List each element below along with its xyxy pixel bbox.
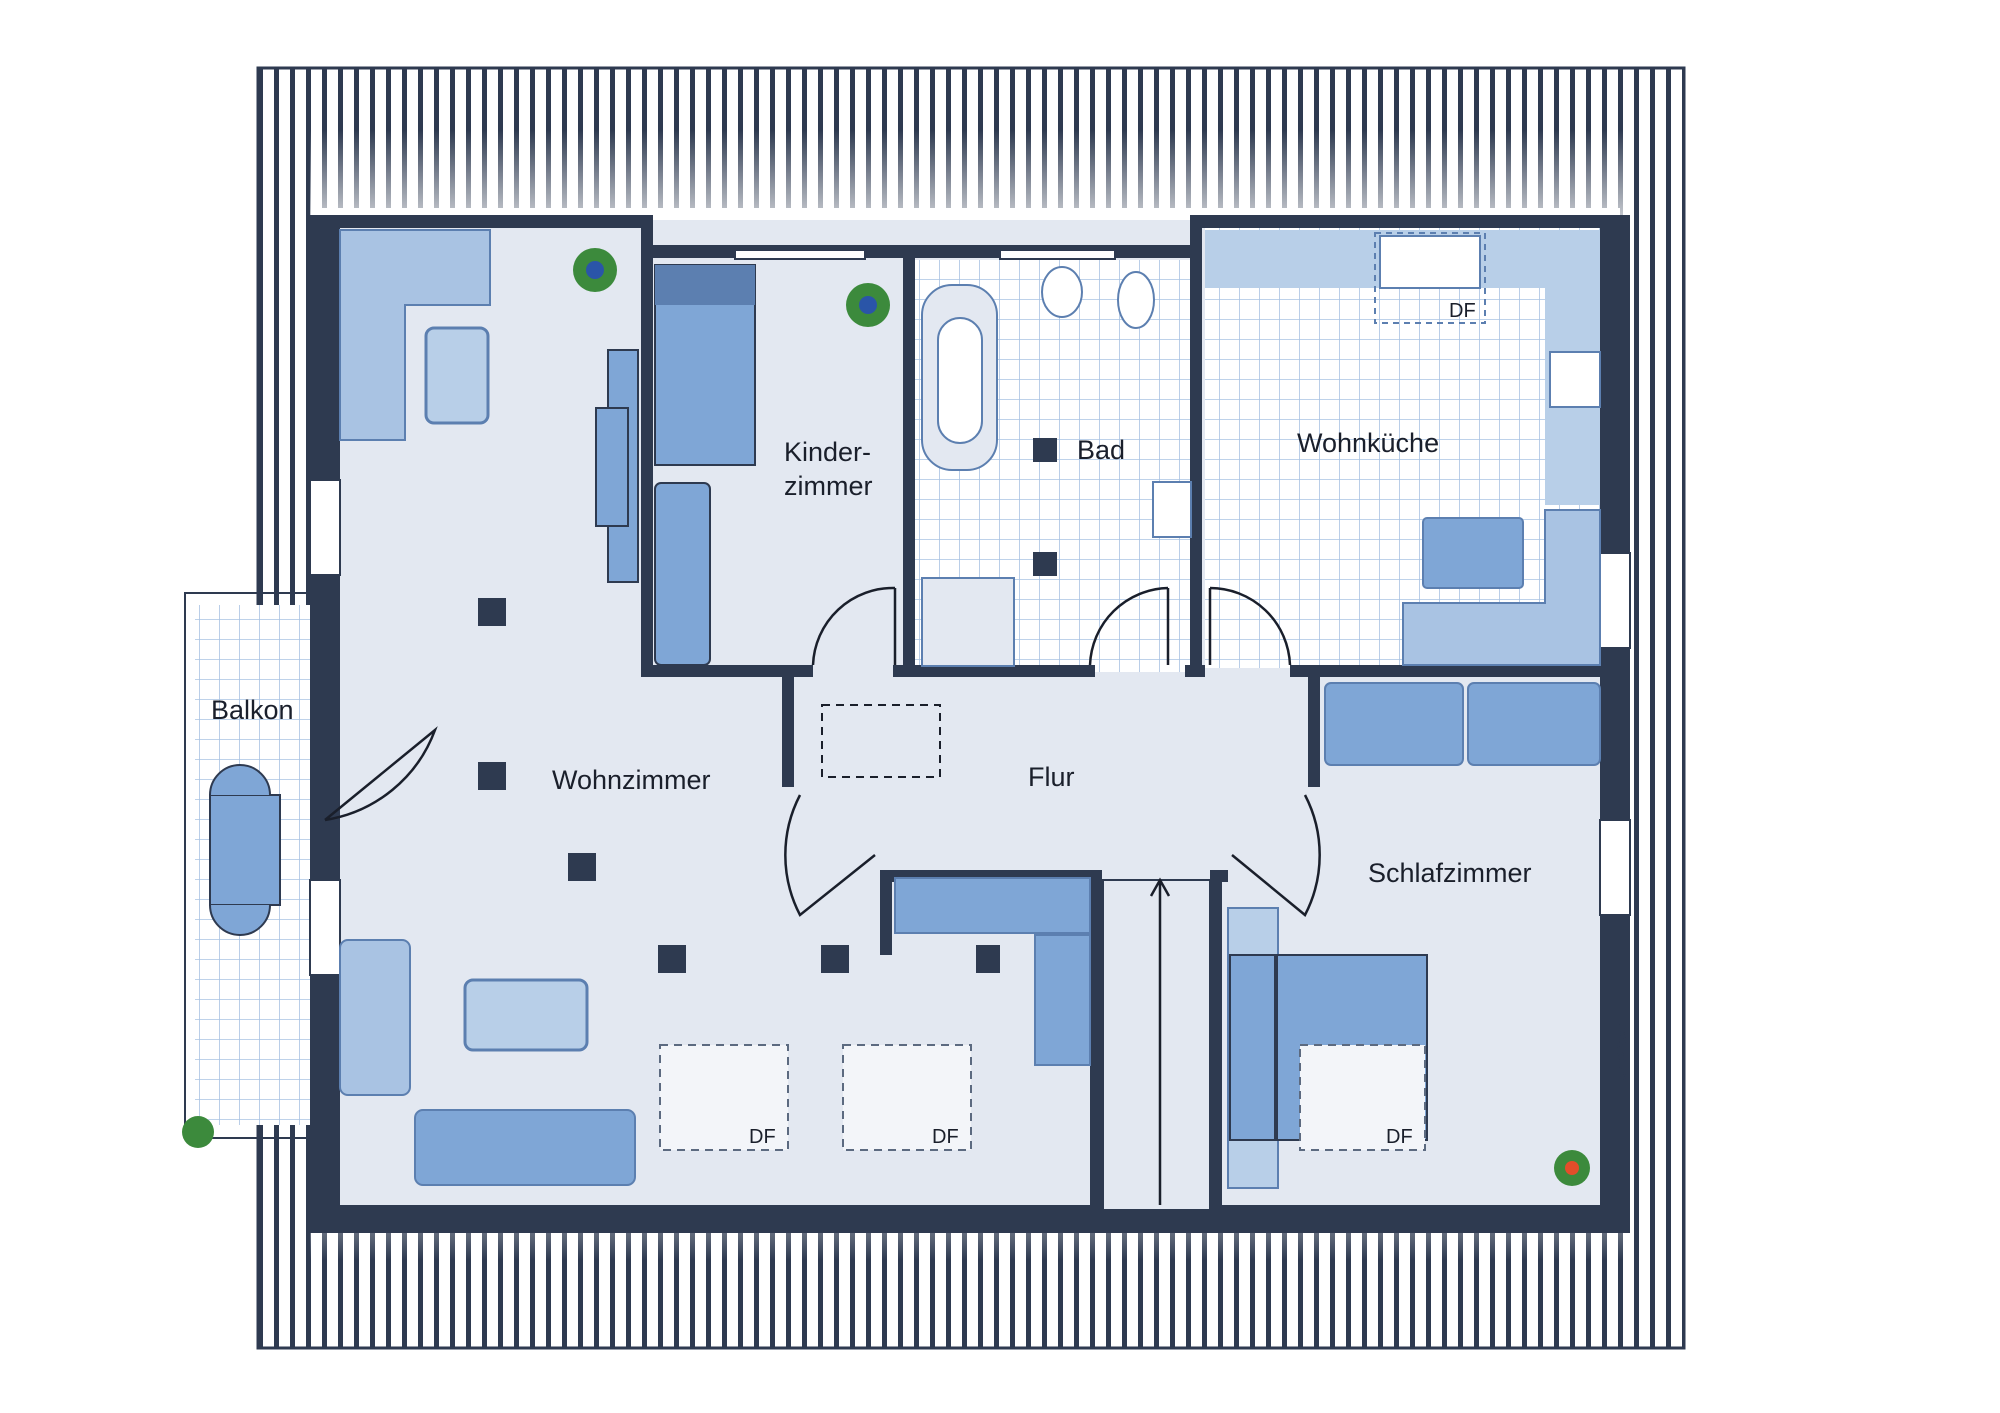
windows (309, 249, 1631, 976)
room-label-wohnzimmer: Wohnzimmer (552, 765, 711, 795)
kueche-furniture (1205, 230, 1601, 666)
dachfenster-marks (659, 1044, 1426, 1151)
df-label-wohnzimmer-1: DF (749, 1126, 776, 1148)
kueche-floor (1205, 228, 1605, 668)
df-label-wohnzimmer-2: DF (932, 1126, 959, 1148)
room-label-kinderzimmer-2: zimmer (784, 471, 873, 501)
room-label-flur: Flur (1028, 762, 1075, 792)
flur-furniture (821, 704, 1211, 1211)
doors (324, 586, 1321, 917)
outer-walls (310, 215, 1630, 1233)
bad-fixtures (921, 266, 1192, 667)
df-label-schlafzimmer: DF (1386, 1126, 1413, 1148)
pillars (478, 438, 1057, 973)
room-label-wohnkueche: Wohnküche (1297, 428, 1439, 458)
room-label-kinderzimmer: Kinder- (784, 437, 871, 467)
room-label-bad: Bad (1077, 435, 1125, 465)
plant-icon (182, 248, 1590, 1186)
df-label-kueche: DF (1449, 300, 1476, 322)
room-label-balkon: Balkon (211, 695, 294, 725)
wohnzimmer-furniture (209, 229, 639, 1186)
room-label-schlafzimmer: Schlafzimmer (1368, 858, 1532, 888)
brand-logo: onOffice (1613, 1023, 1629, 1080)
kinderzimmer-furniture (654, 264, 756, 666)
